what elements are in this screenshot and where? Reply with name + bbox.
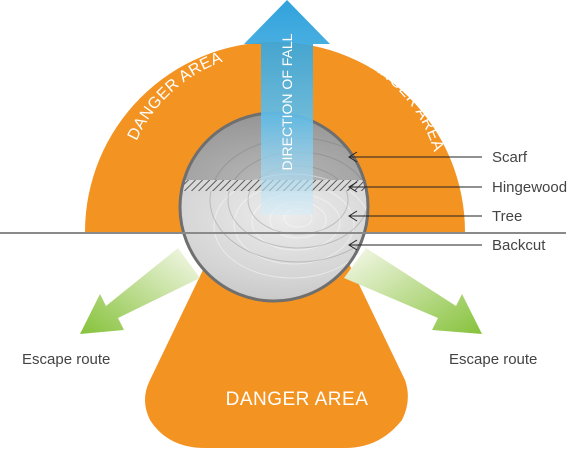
part-label-hingewood: Hingewood bbox=[492, 179, 567, 196]
part-label-tree: Tree bbox=[492, 208, 522, 225]
part-label-backcut: Backcut bbox=[492, 237, 546, 254]
escape-route-left-label: Escape route bbox=[22, 351, 110, 368]
direction-of-fall-label: DIRECTION OF FALL bbox=[279, 33, 295, 170]
escape-route-left-arrow bbox=[80, 248, 200, 334]
escape-route-right-arrow bbox=[344, 248, 482, 334]
part-pointers bbox=[348, 151, 482, 251]
danger-area-lower bbox=[145, 245, 408, 448]
part-label-scarf: Scarf bbox=[492, 149, 528, 166]
danger-area-lower-label: DANGER AREA bbox=[226, 389, 369, 410]
direction-of-fall-arrow bbox=[244, 0, 330, 215]
escape-route-right-label: Escape route bbox=[449, 351, 537, 368]
